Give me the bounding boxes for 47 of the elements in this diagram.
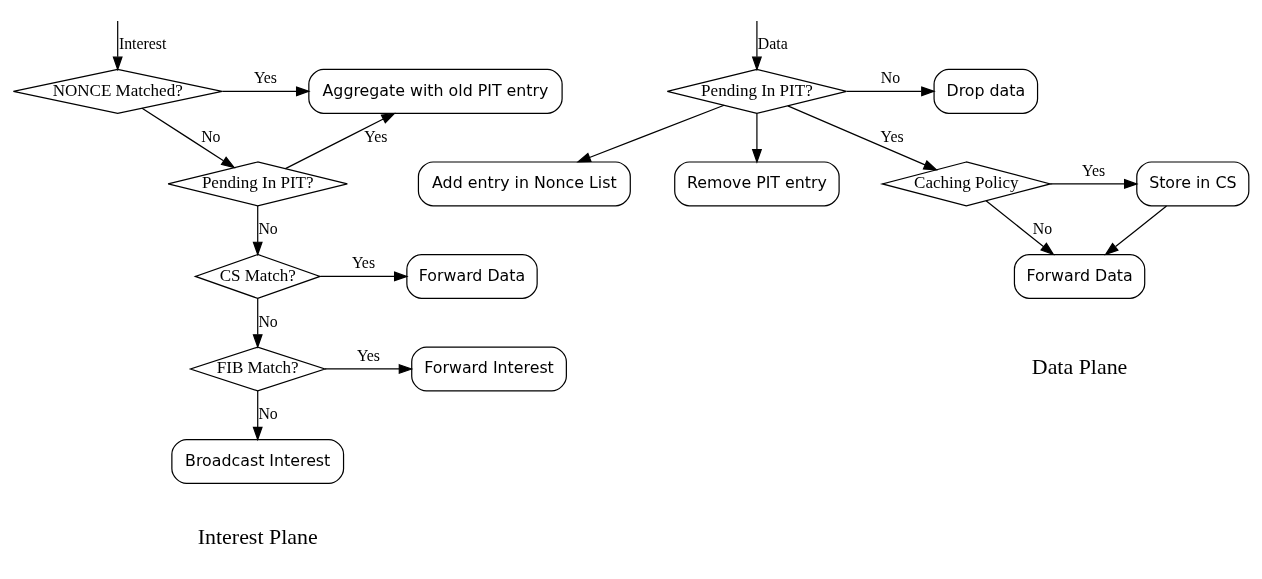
arrow bbox=[1049, 178, 1139, 189]
edge-label: No bbox=[258, 219, 278, 237]
edge-label: No bbox=[201, 127, 221, 145]
node-box: Add entry in Nonce List bbox=[417, 160, 631, 206]
arrow bbox=[751, 112, 763, 164]
edge-label: Yes bbox=[352, 253, 376, 271]
node-diamond: NONCE Matched? bbox=[12, 68, 223, 114]
arrow bbox=[1104, 204, 1168, 256]
arrow bbox=[252, 204, 263, 256]
node-box: Remove PIT entry bbox=[674, 160, 840, 206]
node-diamond: FIB Match? bbox=[188, 345, 327, 392]
edge-label: Interest bbox=[118, 34, 167, 52]
edge-label: No bbox=[1032, 219, 1053, 237]
node-box: Forward Data bbox=[406, 253, 538, 299]
arrow bbox=[112, 19, 123, 71]
edge-label: Data bbox=[757, 34, 788, 52]
edge-label: No bbox=[258, 404, 278, 422]
arrow bbox=[751, 19, 763, 71]
node-box: Store in CS bbox=[1136, 160, 1250, 206]
edge-label: Yes bbox=[254, 68, 278, 86]
label: Interest Plane bbox=[197, 523, 318, 549]
arrow bbox=[787, 104, 939, 170]
arrow bbox=[324, 363, 414, 374]
node-box: Drop data bbox=[933, 68, 1039, 114]
node-box: Aggregate with old PIT entry bbox=[308, 68, 563, 114]
label: Data Plane bbox=[1031, 353, 1128, 379]
edge-label: Yes bbox=[364, 127, 388, 145]
arrow bbox=[576, 104, 725, 163]
arrow bbox=[319, 270, 409, 282]
arrow bbox=[221, 85, 311, 96]
node-box: Broadcast Interest bbox=[171, 438, 345, 484]
node-diamond: Pending In PIT? bbox=[167, 160, 348, 206]
edge-label: Yes bbox=[1082, 161, 1106, 179]
arrow bbox=[141, 107, 236, 168]
edge-label: Yes bbox=[356, 346, 380, 364]
node-box: Forward Data bbox=[1013, 253, 1146, 299]
edge-label: No bbox=[258, 312, 278, 330]
arrow bbox=[252, 297, 263, 349]
arrow bbox=[985, 199, 1055, 255]
node-diamond: CS Match? bbox=[193, 253, 322, 299]
arrow bbox=[846, 85, 936, 96]
node-box: Forward Interest bbox=[411, 345, 567, 391]
node-diamond: Pending In PIT? bbox=[666, 68, 848, 114]
arrow bbox=[284, 112, 396, 169]
edge-label: Yes bbox=[880, 127, 904, 145]
edge-label: No bbox=[880, 68, 901, 86]
arrow bbox=[252, 389, 263, 441]
